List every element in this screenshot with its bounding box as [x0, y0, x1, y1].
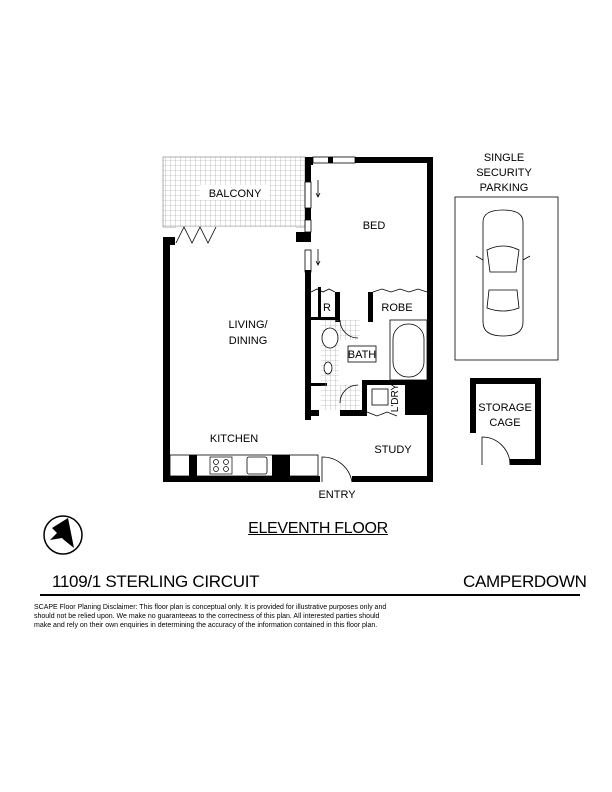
- suburb: CAMPERDOWN: [463, 572, 587, 591]
- parking-label-1: SINGLE: [484, 152, 524, 164]
- bifold-door: [175, 226, 217, 244]
- walls: [163, 157, 433, 482]
- room-label-r: R: [323, 302, 331, 314]
- room-label-living: LIVING/: [228, 319, 268, 331]
- room-label-kitchen: KITCHEN: [210, 433, 258, 445]
- room-label-balcony: BALCONY: [209, 188, 262, 200]
- room-label-dining: DINING: [229, 335, 268, 347]
- laundry-tub-icon: [371, 388, 389, 406]
- room-label-bath: BATH: [348, 349, 377, 361]
- toilet-icon: [321, 327, 339, 349]
- entry-door[interactable]: [321, 456, 353, 483]
- bathtub-icon: [392, 323, 425, 378]
- car-icon: [475, 209, 531, 337]
- north-compass-icon: [43, 515, 83, 555]
- room-label-study: STUDY: [374, 444, 412, 456]
- parking-label-3: PARKING: [480, 182, 529, 194]
- parking-label-2: SECURITY: [476, 167, 532, 179]
- room-label-entry: ENTRY: [318, 489, 356, 501]
- basin-icon: [323, 361, 333, 375]
- cooktop-icon: [209, 456, 233, 475]
- room-label-robe: ROBE: [381, 302, 412, 314]
- divider: [40, 594, 580, 596]
- sink-icon: [246, 456, 268, 475]
- room-label-bed: BED: [363, 220, 386, 232]
- disclaimer: SCAPE Floor Planing Disclaimer: This flo…: [34, 604, 387, 629]
- address: 1109/1 STERLING CIRCUIT: [52, 572, 260, 591]
- storage-cage: [470, 378, 541, 465]
- storage-label-1: STORAGE: [478, 402, 532, 414]
- floor-title: ELEVENTH FLOOR: [248, 520, 388, 537]
- storage-label-2: CAGE: [489, 417, 520, 429]
- parking-space: [454, 196, 559, 361]
- room-label-laundry: L'DRY: [390, 383, 401, 412]
